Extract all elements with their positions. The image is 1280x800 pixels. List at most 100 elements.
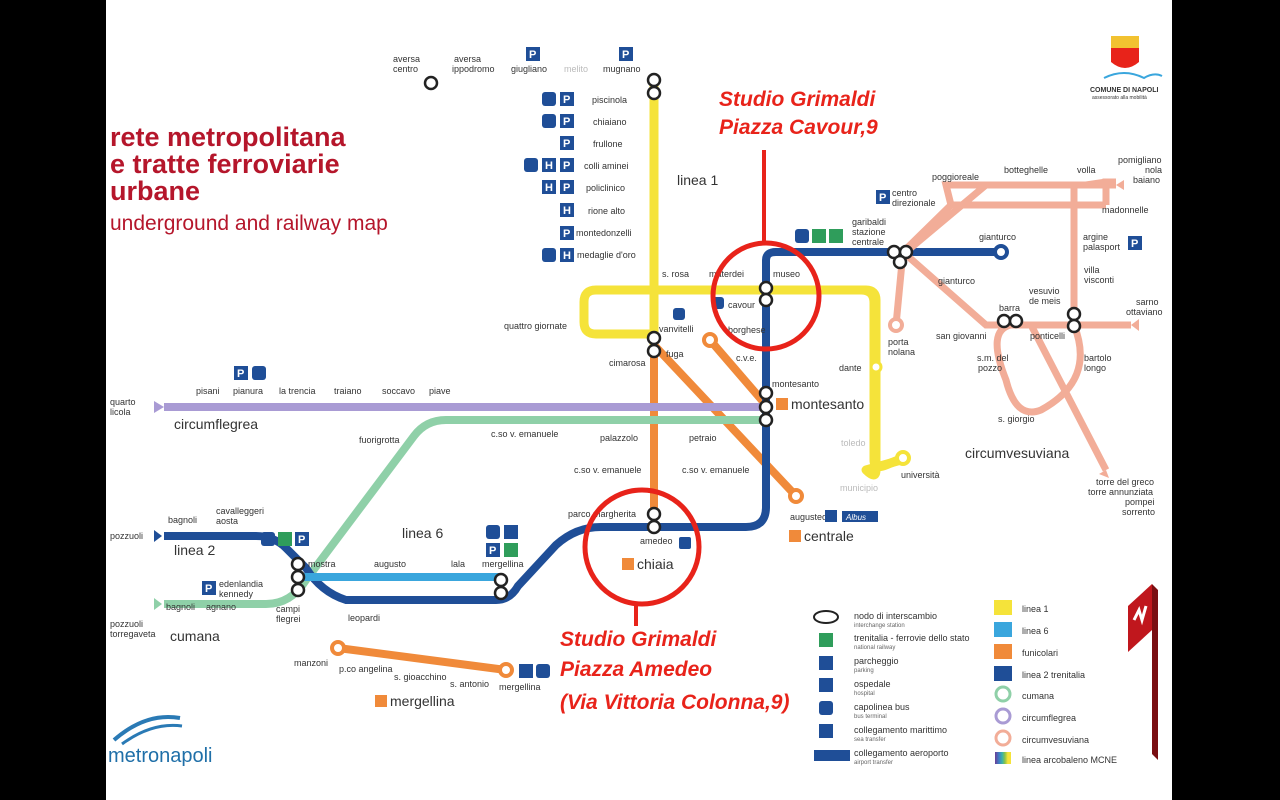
station-melito: melito (564, 64, 588, 74)
parking-icon (560, 114, 574, 128)
trenitalia-icon (829, 229, 843, 243)
arrow-sarno-icon (1131, 319, 1139, 331)
parking-icon (560, 180, 574, 194)
station-gianturco-l2: gianturco (979, 232, 1016, 242)
station-quarto-1: quarto (110, 397, 136, 407)
node-universita (895, 450, 911, 466)
metronapoli-text: metronapoli (108, 745, 213, 767)
parking-glyph: P (563, 116, 570, 128)
legend-funicolari: funicolari (1022, 648, 1058, 658)
logo-swoosh-icon-2 (121, 723, 183, 746)
parking-glyph: P (563, 182, 570, 194)
station-torre-2: torre annunziata (1088, 487, 1153, 497)
station-vesuvio-1: vesuvio (1029, 286, 1060, 296)
legend-linea1: linea 1 (1022, 604, 1049, 614)
parking-icon (486, 543, 500, 557)
station-cve: c.v.e. (736, 353, 757, 363)
parking-glyph: P (489, 545, 496, 557)
station-bartolo-1: bartolo (1084, 353, 1112, 363)
parking-icon (560, 136, 574, 150)
station-s-gioacchino: s. gioacchino (394, 672, 447, 682)
arrow-pozzuoli-icon (154, 530, 162, 542)
station-pozzuoli: pozzuoli (110, 531, 143, 541)
legend-bus-sub: bus terminal (854, 714, 887, 720)
bus-icon (536, 664, 550, 678)
station-parco-margherita: parco margherita (568, 509, 636, 519)
station-villa-visconti-2: visconti (1084, 275, 1114, 285)
station-poggioreale: poggioreale (932, 172, 979, 182)
node-aversa (423, 75, 439, 91)
station-pomigliano-1: pomigliano (1118, 155, 1162, 165)
station-campi-2: flegrei (276, 614, 301, 624)
hospital-glyph: H (563, 250, 571, 262)
station-petraio: petraio (689, 433, 717, 443)
rainbow-icon (995, 752, 1011, 764)
comune-logo: COMUNE DI NAPOLI assessorato alla mobili… (1090, 36, 1163, 101)
station-centrale: centrale (804, 528, 854, 544)
parking-icon (819, 656, 833, 670)
callout-amedeo-line1: Studio Grimaldi (560, 628, 718, 651)
station-rione-alto: rione alto (588, 206, 625, 216)
station-museo: museo (773, 269, 800, 279)
comune-name: COMUNE DI NAPOLI (1090, 87, 1159, 94)
title-line-2: e tratte ferroviarie (110, 149, 340, 179)
hospital-icon (560, 203, 574, 217)
funicular-terminus-mergellina (498, 662, 514, 678)
callout-circle-cavour (710, 240, 822, 352)
node-campi-flegrei (290, 582, 306, 598)
station-mostra: mostra (308, 559, 336, 569)
legend-left: nodo di interscambio interchange station… (813, 610, 970, 766)
station-chiaiano: chiaiano (593, 117, 627, 127)
station-colli-aminei: colli aminei (584, 161, 629, 171)
parking-icon (560, 158, 574, 172)
bus-icon (673, 308, 685, 320)
trenitalia-icon (278, 532, 292, 546)
title-subtitle: underground and railway map (110, 212, 388, 235)
legend-right: linea 1 linea 6 funicolari linea 2 treni… (994, 600, 1117, 765)
bus-icon (819, 701, 833, 715)
station-torre-1: torre del greco (1096, 477, 1154, 487)
station-traiano: traiano (334, 386, 362, 396)
station-medaglie-doro: medaglie d'oro (577, 250, 636, 260)
parking-glyph: P (1131, 238, 1138, 250)
bus-icon (795, 229, 809, 243)
station-cavour: cavour (728, 300, 755, 310)
hospital-glyph: H (563, 205, 571, 217)
station-aversa-ippodromo-2: ippodromo (452, 64, 495, 74)
ferry-icon (519, 664, 533, 678)
hospital-icon (542, 158, 556, 172)
station-fuga: fuga (666, 349, 684, 359)
parking-glyph: P (237, 368, 244, 380)
bus-icon (542, 114, 556, 128)
station-sarno-2: ottaviano (1126, 307, 1163, 317)
legend-trenitalia-label: trenitalia - ferrovie dello stato (854, 633, 970, 643)
station-sm-del-pozzo-1: s.m. del (977, 353, 1009, 363)
arrow-torre-icon (1099, 470, 1109, 478)
node-fuga (646, 343, 662, 359)
title-line-1: rete metropolitana (110, 122, 347, 152)
legend-ferry-label: collegamento marittimo (854, 725, 947, 735)
station-porta-nolana-2: nolana (888, 347, 915, 357)
station-bagnoli-cumana: bagnoli (166, 602, 195, 612)
hospital-icon (560, 248, 574, 262)
station-materdei: materdei (709, 269, 744, 279)
terminus-gianturco (993, 244, 1009, 260)
arrow-pomigliano-icon (1116, 180, 1124, 190)
ferry-icon (819, 724, 833, 738)
parking-icon (526, 47, 540, 61)
station-labels: aversa centro aversa ippodromo giugliano… (110, 54, 1163, 709)
line-funicular-montesanto (706, 337, 770, 408)
station-aversa-ippodromo-1: aversa (454, 54, 481, 64)
station-pozzuoli-tg-2: torregaveta (110, 629, 156, 639)
station-sm-del-pozzo-2: pozzo (978, 363, 1002, 373)
station-vanvitelli: vanvitelli (659, 324, 694, 334)
station-pisani: pisani (196, 386, 220, 396)
node-montesanto-a (758, 385, 774, 401)
parking-icon (619, 47, 633, 61)
callout-cavour-line2: Piazza Cavour,9 (719, 116, 878, 139)
station-lala: lala (451, 559, 465, 569)
hospital-icon (542, 180, 556, 194)
station-villa-visconti-1: villa (1084, 265, 1100, 275)
node-vesuvio-a (1066, 306, 1082, 322)
